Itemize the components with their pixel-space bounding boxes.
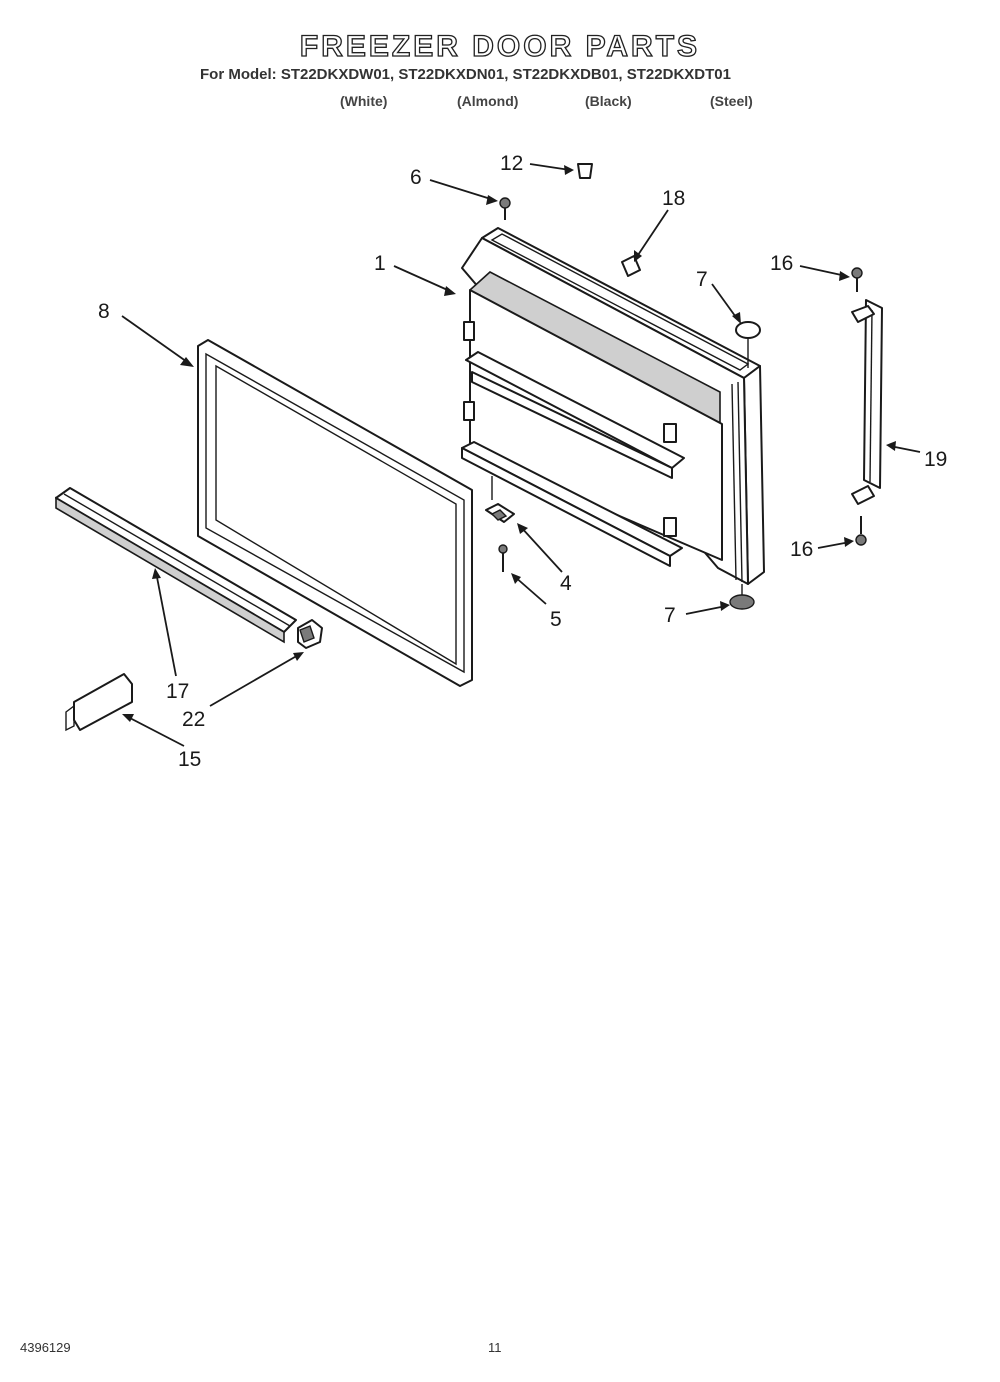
callout-8: 8: [98, 300, 110, 323]
door-stop-part-4: [485, 476, 515, 523]
plug-part-12: [577, 163, 593, 179]
callout-22: 22: [182, 708, 205, 731]
callout-16-bottom: 16: [790, 538, 813, 561]
hinge-cap-part-7-bottom: [729, 584, 755, 610]
cover-part-15: [65, 673, 133, 732]
screw-part-5: [498, 544, 508, 572]
freezer-door-assembly: [461, 227, 765, 585]
color-label-black: (Black): [585, 93, 632, 109]
callout-12: 12: [500, 152, 523, 175]
callout-1: 1: [374, 252, 386, 275]
callout-6: 6: [410, 166, 422, 189]
label-part-18: [621, 255, 641, 277]
callout-7-bottom: 7: [664, 604, 676, 627]
screw-part-16-top: [851, 267, 863, 292]
leader-lines: [121, 163, 921, 747]
hinge-cap-part-7-top: [735, 321, 761, 368]
screw-part-16-bottom: [855, 516, 867, 546]
document-number: 4396129: [20, 1340, 71, 1355]
trim-strip-part-17: [55, 487, 297, 644]
callout-labels: 12 6 18 1 7 16 8 19 4 5 16 7 17 22 15: [98, 152, 947, 771]
callout-18: 18: [662, 187, 685, 210]
callout-4: 4: [560, 572, 572, 595]
screw-part-6: [499, 197, 511, 220]
page-title: FREEZER DOOR PARTS: [299, 29, 701, 63]
color-label-white: (White): [340, 93, 388, 109]
callout-7-top: 7: [696, 268, 708, 291]
callout-15: 15: [178, 748, 201, 771]
color-label-almond: (Almond): [457, 93, 519, 109]
color-label-steel: (Steel): [710, 93, 753, 109]
end-cap-part-22: [297, 619, 323, 649]
callout-19: 19: [924, 448, 947, 471]
model-list: For Model: ST22DKXDW01, ST22DKXDN01, ST2…: [200, 66, 731, 83]
door-handle-part-19: [851, 299, 883, 505]
callout-16-top: 16: [770, 252, 793, 275]
door-gasket-part-8: [197, 339, 473, 687]
callout-17: 17: [166, 680, 189, 703]
page-number: 11: [488, 1340, 502, 1355]
callout-5: 5: [550, 608, 562, 631]
